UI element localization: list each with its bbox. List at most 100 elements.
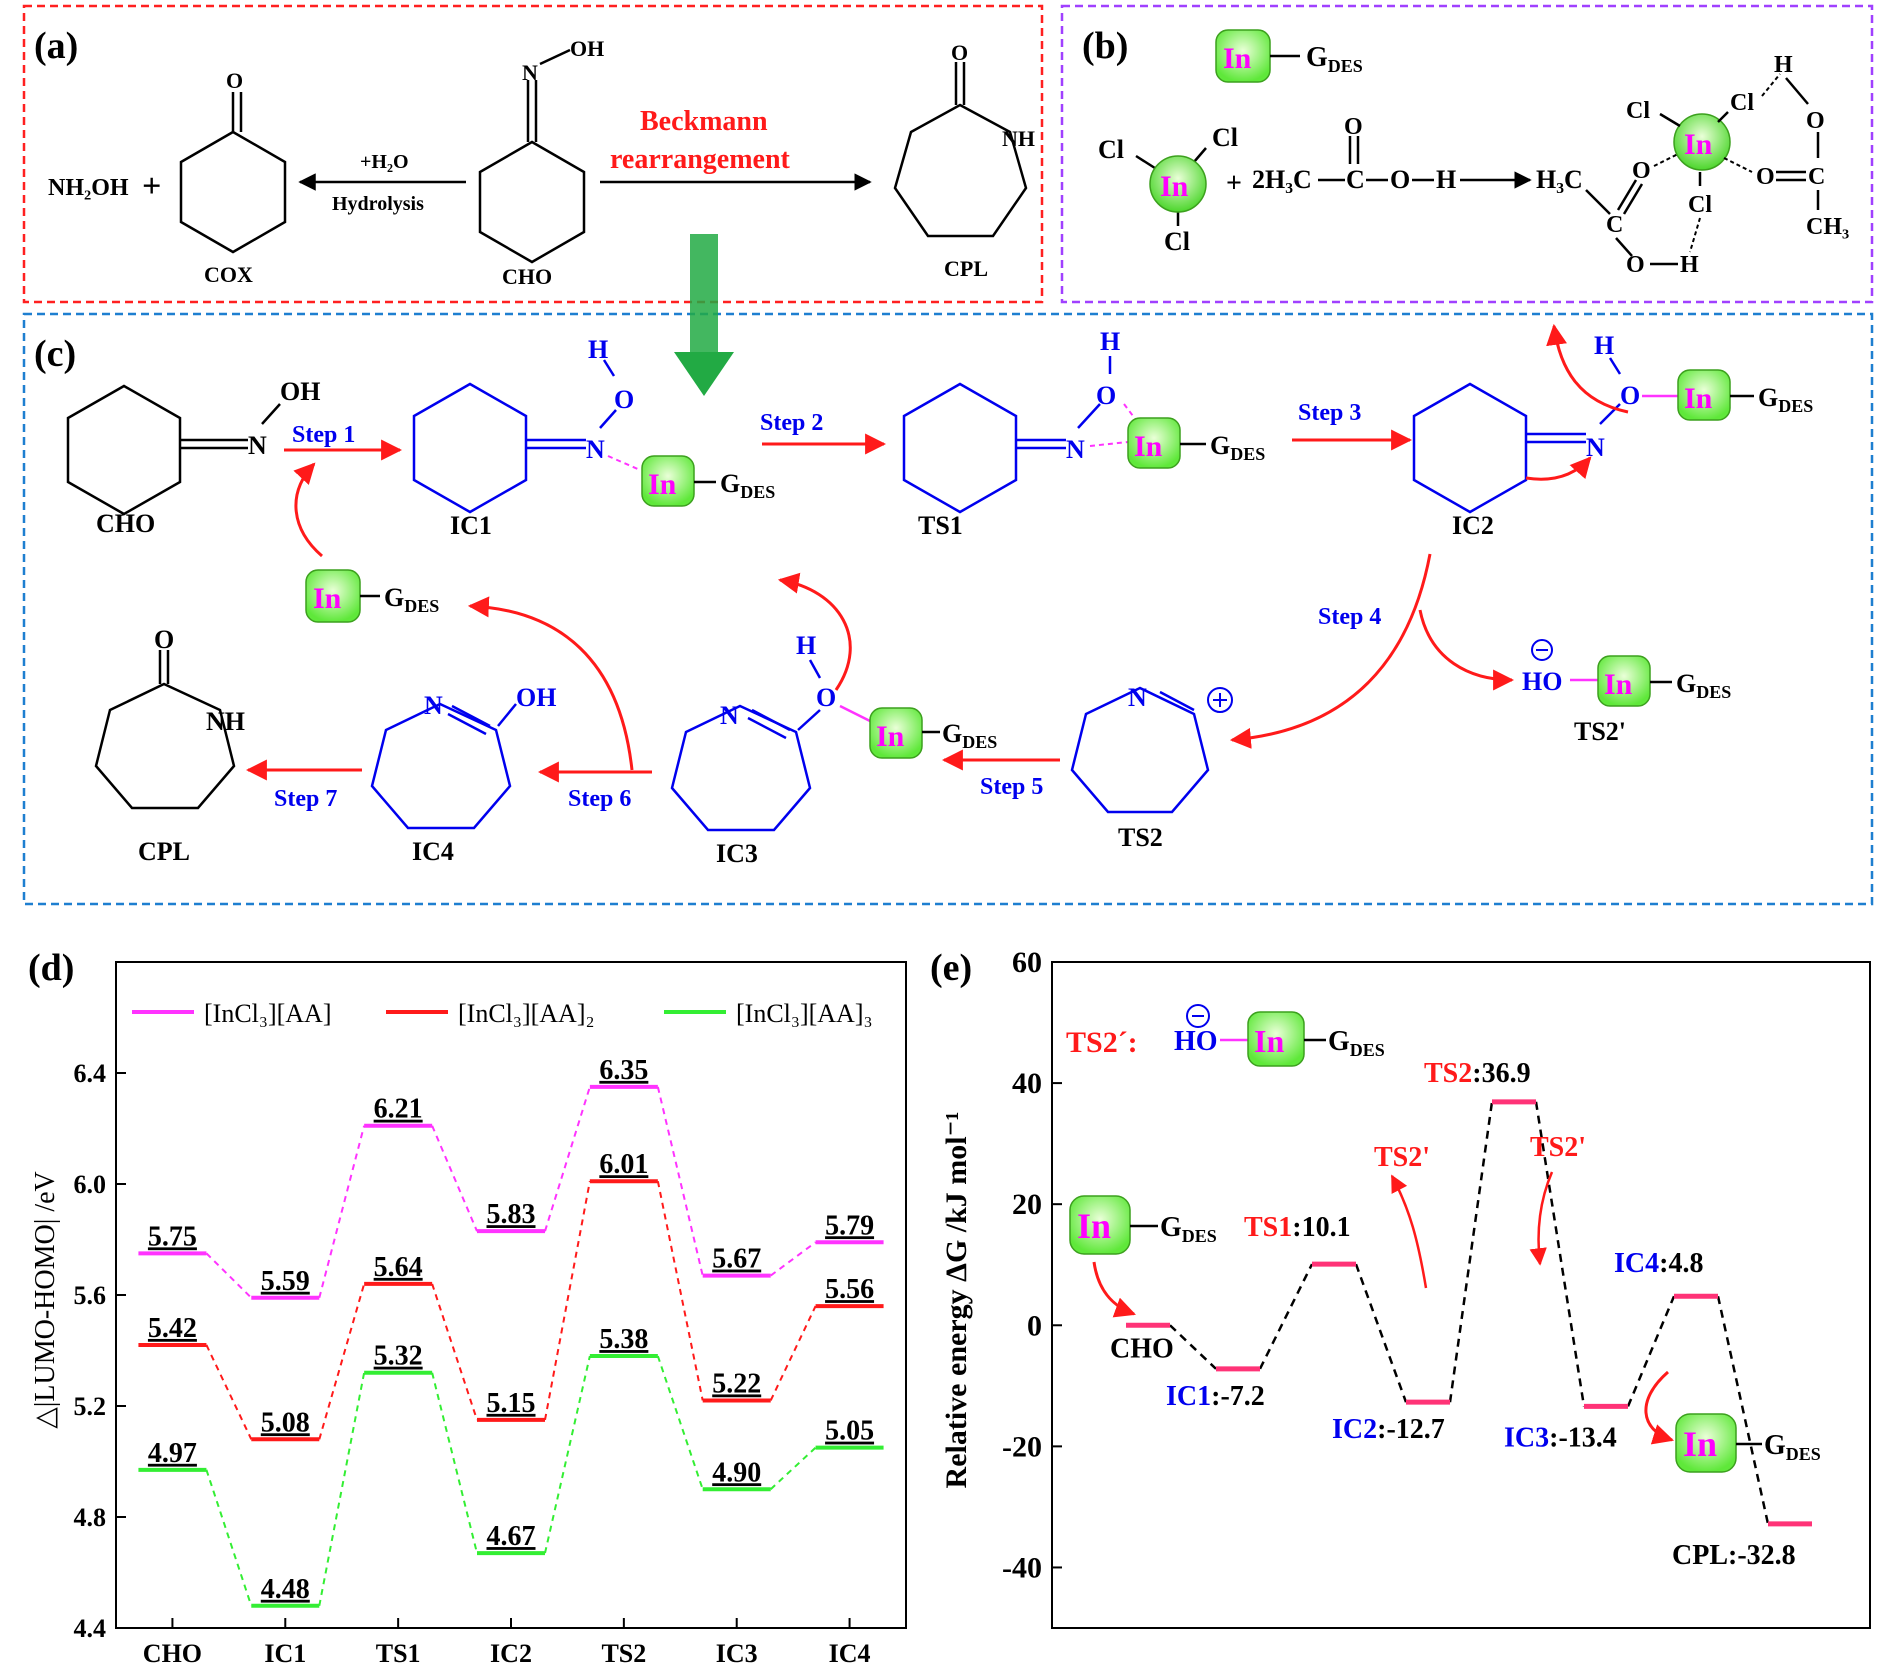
d-xtick-label: IC4 [829, 1639, 871, 1668]
cox-ring [179, 130, 287, 254]
in-ball-2 [1673, 113, 1731, 171]
e-ytick-label: 20 [1012, 1188, 1042, 1221]
d-ytick-label: 6.4 [74, 1059, 107, 1088]
d-series-connector [431, 1372, 478, 1554]
ic2-n: N [1586, 433, 1605, 462]
e-path-connector [1354, 1263, 1408, 1403]
acid-o-top: O [1344, 114, 1363, 140]
ts1-ring [902, 382, 1018, 514]
d-value-label: 5.38 [599, 1324, 648, 1355]
d-value-label: 4.67 [487, 1521, 536, 1552]
cho-oh: OH [570, 36, 604, 61]
cho-ring-c [66, 384, 182, 516]
panel-c-frame [22, 312, 1874, 906]
gdes-ic2: GDES [1758, 383, 1813, 416]
panel-a-frame [22, 4, 1044, 304]
e-level-label: IC3:-13.4 [1504, 1422, 1617, 1453]
step6-curved-arrow [467, 596, 634, 771]
prod-ch3: CH₃ [1806, 214, 1849, 240]
ic3-h: H [796, 631, 816, 660]
ts2-ring [1070, 686, 1210, 814]
d-ytick-label: 4.4 [74, 1614, 107, 1643]
beckmann-label-2: rearrangement [610, 144, 791, 175]
prod-cl-3: Cl [1688, 192, 1712, 218]
prod-h3c: H₃C [1536, 165, 1583, 194]
e-gdes-legend: GDES [1328, 1026, 1385, 1060]
plus-sign: + [142, 168, 161, 205]
cox-label: COX [204, 262, 253, 287]
d-xtick-label: IC2 [490, 1639, 532, 1668]
d-series-connector [544, 1086, 591, 1232]
ic1-o: O [614, 385, 634, 414]
ts1-h: H [1100, 327, 1120, 356]
cpl-o-c: O [154, 625, 174, 654]
e-ho: HO [1174, 1026, 1218, 1057]
d-value-label: 5.79 [825, 1210, 874, 1241]
hydrolysis-label: Hydrolysis [332, 193, 424, 215]
e-ts2p-label-right: TS2' [1530, 1132, 1586, 1163]
e-path-connector [1448, 1101, 1494, 1403]
chart-d-legend: [InCl₃][AA][InCl₃][AA]₂[InCl₃][AA]₃ [132, 999, 873, 1028]
gdes-ic3: GDES [942, 719, 997, 752]
ic1-ring [412, 382, 528, 514]
e-gdes-cho: GDES [1160, 1212, 1217, 1246]
step6-label: Step 6 [568, 786, 631, 812]
plus-b: + [1226, 168, 1242, 199]
e-ytick-label: 40 [1012, 1067, 1042, 1100]
ic2-curved-arrow-up [1546, 323, 1629, 414]
e-in-text-cho: In [1077, 1206, 1111, 1246]
step7-label: Step 7 [274, 786, 337, 812]
chart-e-ylabel: Relative energy ΔG /kJ mol⁻¹ [940, 1112, 973, 1489]
prod-c-left: C [1606, 212, 1623, 238]
in-text-ic2: In [1684, 382, 1713, 415]
ic1-n: N [586, 435, 605, 464]
in-text-b-legend: In [1223, 42, 1252, 75]
d-series-connector [318, 1372, 366, 1606]
ts2-n: N [1128, 683, 1147, 712]
chart-e-energy-path: CHOIC1:-7.2TS1:10.1IC2:-12.7TS2:36.9IC3:… [1110, 1058, 1812, 1571]
nh2oh-label: NH₂OH [48, 175, 129, 201]
e-ytick-label: 0 [1027, 1309, 1042, 1342]
panel-c: N OH CHO Step 1 N O H In GDES IC1 Step 2… [66, 323, 1813, 868]
cho-n: N [522, 60, 538, 85]
acid-o: O [1390, 165, 1410, 194]
panel-a-label: (a) [34, 25, 78, 67]
d-value-label: 5.22 [712, 1368, 761, 1399]
gdes-b-legend: GDES [1306, 42, 1363, 76]
d-series-connector [431, 1283, 478, 1421]
ts2-plus [1207, 687, 1233, 713]
in-text-regen: In [313, 582, 342, 615]
e-ts2p-label-left: TS2' [1374, 1142, 1430, 1173]
d-value-label: 5.75 [148, 1221, 197, 1252]
panel-b-label: (b) [1082, 25, 1128, 67]
chart-d-ylabel: △|LUMO-HOMO| /eV [30, 1171, 61, 1429]
ic2-h: H [1594, 331, 1614, 360]
d-value-label: 5.64 [374, 1252, 423, 1283]
in-ball-1 [1149, 155, 1207, 213]
prod-h-top: H [1774, 52, 1793, 78]
ic3-ring [670, 704, 812, 832]
panel-b: In GDES Cl Cl Cl In + 2H₃C C O O H H₃C C… [1098, 29, 1849, 278]
d-value-label: 5.67 [712, 1244, 761, 1275]
e-level-label: IC1:-7.2 [1166, 1381, 1265, 1412]
d-xtick-label: IC1 [264, 1639, 306, 1668]
d-legend-label: [InCl₃][AA]₃ [736, 999, 873, 1028]
ts1-label: TS1 [918, 511, 963, 540]
ic4-oh: OH [516, 683, 556, 712]
regen-to-ic1-arrow [293, 462, 323, 558]
gdes-regen: GDES [384, 583, 439, 616]
step3-label: Step 3 [1298, 400, 1361, 426]
e-path-connector [1534, 1101, 1586, 1407]
in-text-2: In [1684, 128, 1713, 161]
d-xtick-label: IC3 [716, 1639, 758, 1668]
chart-e: Relative energy ΔG /kJ mol⁻¹ 6040200-20-… [940, 946, 1871, 1629]
d-value-label: 5.56 [825, 1274, 874, 1305]
ts1-o: O [1096, 381, 1116, 410]
ic4-label: IC4 [412, 837, 454, 866]
panel-b-frame [1060, 4, 1874, 304]
d-ytick-label: 5.2 [74, 1392, 107, 1421]
d-value-label: 5.05 [825, 1416, 874, 1447]
e-path-connector [1169, 1324, 1217, 1370]
ic2-label: IC2 [1452, 511, 1494, 540]
